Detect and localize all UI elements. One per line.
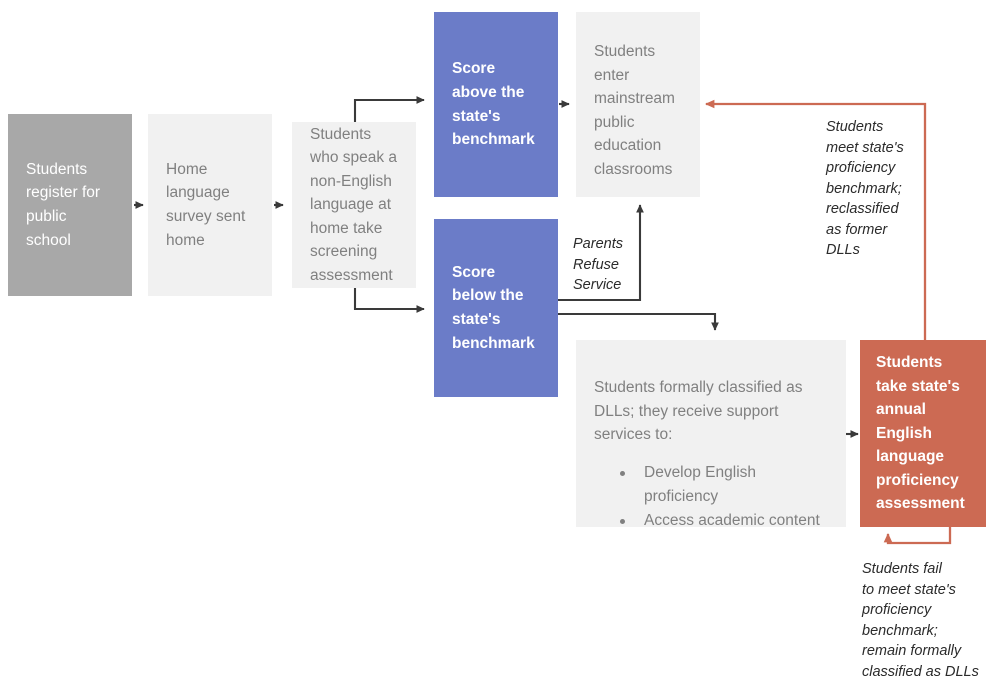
node-screening-assessment-label: Students who speak a non-English languag…: [310, 125, 398, 284]
node-home-language-survey-label: Home language survey sent home: [166, 160, 246, 249]
support-services-list: Develop English proficiency Access acade…: [594, 461, 826, 533]
edge-screening-to-below: [353, 288, 425, 313]
node-score-below-benchmark[interactable]: Score below the state's benchmark: [434, 219, 558, 397]
edge-label-meet-benchmark: Students meet state's proficiency benchm…: [826, 119, 904, 259]
node-support-services[interactable]: Students formally classified as DLLs; th…: [576, 340, 846, 529]
node-support-services-intro: Students formally classified as DLLs; th…: [594, 379, 803, 444]
node-home-language-survey[interactable]: Home language survey sent home: [148, 114, 272, 296]
list-item: Access academic content: [620, 509, 826, 533]
node-mainstream-classrooms-label: Students enter mainstream public educati…: [594, 43, 675, 178]
node-screening-assessment[interactable]: Students who speak a non-English languag…: [292, 122, 416, 288]
list-item: Develop English proficiency: [620, 461, 826, 509]
node-score-above-benchmark-label: Score above the state's benchmark: [452, 60, 535, 149]
node-students-register[interactable]: Students register for public school: [8, 114, 132, 296]
edge-below-to-support: [558, 312, 719, 331]
node-mainstream-classrooms[interactable]: Students enter mainstream public educati…: [576, 12, 700, 197]
node-annual-assessment-label: Students take state's annual English lan…: [876, 354, 965, 513]
node-score-above-benchmark[interactable]: Score above the state's benchmark: [434, 12, 558, 197]
edge-screening-to-above: [353, 96, 425, 122]
node-students-register-label: Students register for public school: [26, 160, 101, 249]
edge-label-parents-refuse-service: Parents Refuse Service: [573, 236, 623, 294]
edge-assessment-fail-loop: [883, 527, 952, 545]
node-score-below-benchmark-label: Score below the state's benchmark: [452, 263, 535, 352]
node-annual-assessment[interactable]: Students take state's annual English lan…: [860, 340, 986, 527]
edge-label-fail-benchmark: Students fail to meet state's proficienc…: [862, 561, 979, 680]
